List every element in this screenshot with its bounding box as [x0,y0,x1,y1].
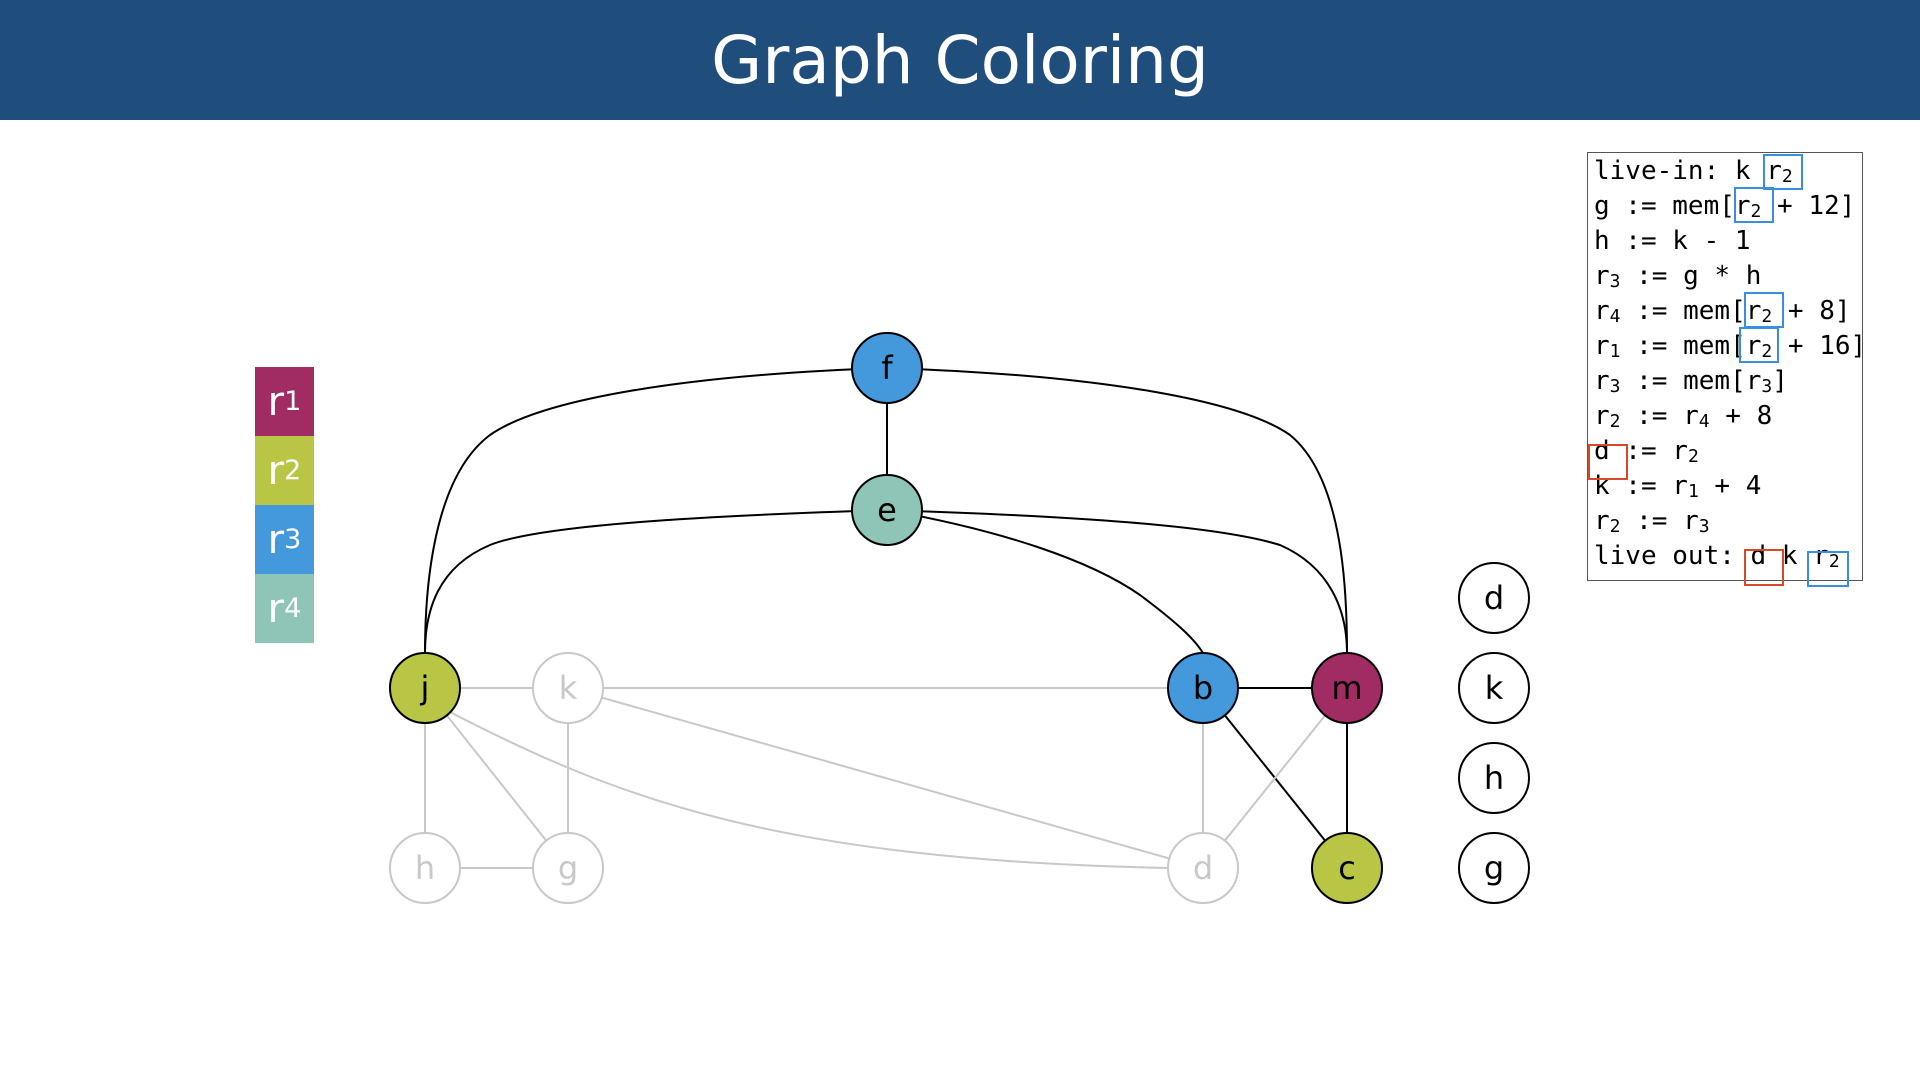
stack-circle [1458,652,1530,724]
edge-m-d [1202,687,1348,869]
node-circle [389,652,461,724]
node-h: h [389,832,461,904]
node-label: b [1193,669,1213,707]
stack-circle [1458,832,1530,904]
code-line: r3 := g * h [1594,261,1762,292]
stack-node-k: k [1458,652,1530,724]
stack-node-g: g [1458,832,1530,904]
code-line: r4 := mem[r2 + 8] [1594,296,1851,327]
code-line: r2 := r4 + 8 [1594,401,1773,432]
edge-j-d [449,711,1169,869]
node-label: m [1331,669,1362,707]
stack-node-d: d [1458,562,1530,634]
node-circle [1167,832,1239,904]
node-circle [532,652,604,724]
node-g: g [532,832,604,904]
node-label: c [1338,849,1356,887]
node-circle [389,832,461,904]
edge-f-j [424,367,888,654]
code-line: live-in: k r2 [1594,156,1793,187]
node-c: c [1311,832,1383,904]
code-line: d := r2 [1594,436,1699,467]
edges [424,367,1348,869]
node-m: m [1311,652,1383,724]
node-k: k [532,652,604,724]
highlight-box-d [1588,444,1628,480]
stack-label: d [1484,579,1504,617]
node-label: e [877,491,897,529]
node-j: j [389,652,461,724]
code-line: h := k - 1 [1594,226,1751,256]
node-b: b [1167,652,1239,724]
node-circle [851,474,923,546]
code-line: r2 := r3 [1594,506,1710,537]
edge-e-b [886,509,1204,654]
stack-label: k [1485,669,1504,707]
edge-e-j [424,509,888,654]
code-line: k := r1 + 4 [1594,471,1762,502]
node-circle [851,332,923,404]
stack-circle [1458,742,1530,814]
highlight-box-r2 [1744,292,1784,328]
node-label: k [559,669,578,707]
code-line: r3 := mem[r3] [1594,366,1788,397]
node-circle [1167,652,1239,724]
node-label: h [415,849,435,887]
node-e: e [851,474,923,546]
node-label: f [881,349,893,387]
highlight-box-d [1744,549,1784,586]
node-circle [532,832,604,904]
edge-k-d [567,687,1204,869]
edge-e-m [886,509,1348,654]
node-stack: d k h g [1458,562,1530,904]
node-f: f [851,332,923,404]
page-title: Graph Coloring [711,21,1209,99]
code-listing: live-in: k r2 g := mem[r2 + 12] h := k - 1… [1587,152,1867,587]
node-d: d [1167,832,1239,904]
code-line: g := mem[r2 + 12] [1594,191,1856,222]
title-bar: Graph Coloring [0,0,1920,120]
edge-f-m [886,367,1348,654]
highlight-box-r2 [1734,187,1774,223]
edge-j-g [424,687,569,869]
highlight-box-r2 [1739,327,1779,363]
node-circle [1311,652,1383,724]
stack-node-h: h [1458,742,1530,814]
stack-label: g [1484,849,1504,887]
node-label: j [420,669,430,707]
node-label: d [1193,849,1213,887]
code-line: live out: d k r2 [1594,541,1840,572]
stack-label: h [1484,759,1504,797]
node-circle [1311,832,1383,904]
code-line: r1 := mem[r2 + 16] [1594,331,1867,362]
node-label: g [558,849,578,887]
nodes: f e j k b m h g d c [389,332,1383,904]
stack-circle [1458,562,1530,634]
highlight-box-r2 [1807,551,1849,587]
highlight-box-r2 [1763,154,1803,190]
